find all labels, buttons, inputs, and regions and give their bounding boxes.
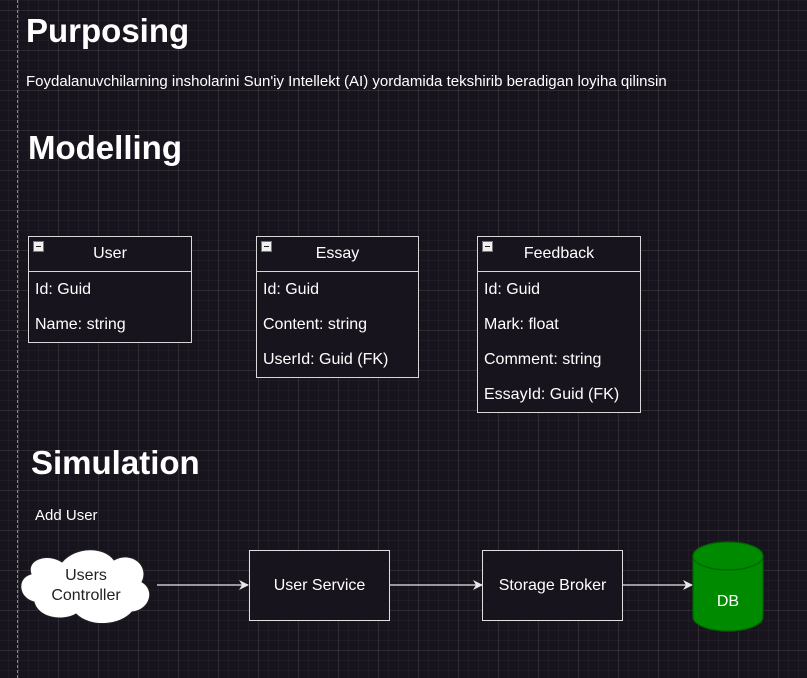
entity-user[interactable]: User Id: Guid Name: string: [28, 236, 192, 343]
entity-field: Mark: float: [484, 316, 559, 333]
entity-field: EssayId: Guid (FK): [484, 386, 620, 403]
node-label: Controller: [51, 587, 121, 604]
entity-feedback[interactable]: Feedback Id: Guid Mark: float Comment: s…: [477, 236, 641, 413]
entity-field: Content: string: [263, 316, 368, 333]
entity-field: Id: Guid: [35, 281, 92, 298]
section-title-purposing: Purposing: [26, 12, 190, 49]
collapse-icon[interactable]: [33, 241, 44, 252]
entity-name: Essay: [315, 245, 360, 262]
node-label: User Service: [273, 576, 366, 594]
collapse-icon[interactable]: [261, 241, 272, 252]
entity-field: Name: string: [35, 316, 126, 333]
cloud-shape[interactable]: [20, 549, 151, 625]
page-guide-line: [17, 0, 18, 678]
purpose-text: Foydalanuvchilarning insholarini Sun'iy …: [26, 73, 667, 90]
entity-header[interactable]: Feedback: [478, 237, 640, 272]
entity-field: Comment: string: [484, 351, 602, 368]
entity-field: UserId: Guid (FK): [263, 351, 389, 368]
section-title-simulation: Simulation: [31, 444, 200, 481]
entity-name: User: [93, 245, 127, 262]
collapse-icon[interactable]: [482, 241, 493, 252]
flow-title: Add User: [35, 507, 98, 524]
users-controller-node[interactable]: Users Controller: [40, 566, 132, 606]
entity-header[interactable]: Essay: [257, 237, 418, 272]
node-label: Users: [65, 567, 107, 584]
node-label: Storage Broker: [498, 576, 607, 594]
entity-name: Feedback: [523, 245, 595, 262]
user-service-node[interactable]: User Service: [249, 550, 390, 621]
entity-field: Id: Guid: [263, 281, 320, 298]
db-cylinder[interactable]: [692, 541, 764, 632]
entity-header[interactable]: User: [29, 237, 191, 272]
entity-field: Id: Guid: [484, 281, 541, 298]
db-label: DB: [716, 593, 740, 610]
section-title-modelling: Modelling: [28, 129, 182, 166]
storage-broker-node[interactable]: Storage Broker: [482, 550, 623, 621]
entity-essay[interactable]: Essay Id: Guid Content: string UserId: G…: [256, 236, 419, 378]
